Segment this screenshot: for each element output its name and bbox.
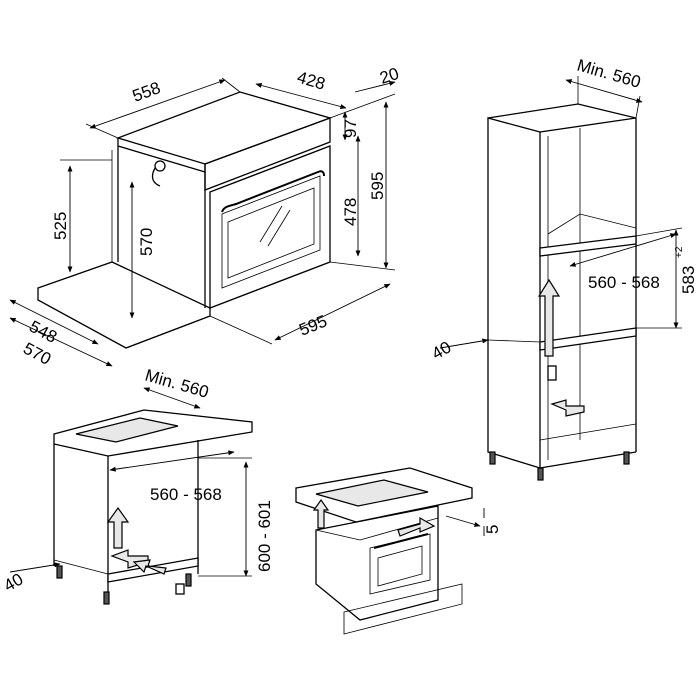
- hob-oven-handle: [373, 533, 429, 549]
- cabinet-bottom-shelf: [539, 423, 637, 441]
- label-oven-width: 558: [130, 78, 163, 106]
- dim-line-20: [354, 80, 396, 93]
- label-column-niche-width: 560 - 568: [588, 273, 660, 292]
- cabinet-shelf-lower: [539, 327, 637, 351]
- dim-line-column-niche: [569, 233, 677, 267]
- label-panel-height: 97: [341, 119, 360, 138]
- vent-icon-counter: [175, 583, 185, 595]
- hob-oven-front: [369, 533, 431, 595]
- ext-line-bottom-right: [329, 261, 396, 271]
- hob-top: [75, 417, 179, 443]
- ext-line-top-right: [329, 93, 396, 119]
- oven-door-handle: [221, 170, 325, 213]
- cabinet-left-side: [487, 117, 541, 469]
- dim-line-428: [255, 83, 347, 109]
- cabinet-shelf-upper-top: [547, 213, 637, 235]
- label-door-height: 478: [341, 198, 360, 226]
- label-hob-gap: 5: [483, 525, 502, 534]
- cabinet-bottom-front: [539, 451, 637, 469]
- oven-base-plate: [37, 261, 211, 349]
- oven-door-window-outer: [221, 175, 321, 289]
- cabinet-shelf-upper: [539, 235, 637, 257]
- oven-isometric-view: [9, 77, 396, 367]
- oven-glass-reflection: [259, 205, 291, 247]
- counter-foot-2: [103, 591, 110, 605]
- hob-plinth: [343, 583, 463, 635]
- vent-icon-column: [547, 365, 557, 381]
- counter-floor-side: [53, 559, 109, 575]
- dim-line-hob-gap: [445, 515, 481, 527]
- oven-door-window: [227, 187, 315, 279]
- label-side-height: 525: [51, 212, 70, 240]
- cabinet-top: [487, 103, 637, 133]
- cabinet-foot-2: [537, 467, 544, 481]
- airflow-arrow-in-counter-b: [132, 559, 167, 575]
- dim-line-counter-niche: [109, 450, 235, 472]
- hob-oven-window: [377, 545, 423, 587]
- airflow-arrow-up-hob: [312, 498, 330, 529]
- ext-line-595-a: [209, 315, 273, 345]
- label-inner-height: 570: [137, 228, 156, 256]
- cabinet-foot-1: [489, 451, 496, 465]
- label-oven-depth-top: 428: [295, 68, 328, 94]
- hob-glass: [315, 479, 429, 507]
- dim-line-counter-depth: [9, 562, 61, 573]
- dim-line-counter-min: [143, 387, 201, 409]
- dim-line-column-min: [565, 79, 643, 103]
- ext-line-column-h-a: [635, 227, 683, 237]
- ext-line-column-b: [635, 95, 641, 119]
- label-oven-depth-panel: 20: [377, 64, 401, 88]
- built-in-under-hob-view: [295, 467, 485, 635]
- counter-foot-3: [185, 573, 192, 587]
- label-column-niche-height: 583: [679, 266, 698, 294]
- airflow-arrow-up-counter: [106, 506, 130, 549]
- oven-control-panel: [204, 117, 331, 191]
- counter-foot-1: [56, 565, 63, 579]
- column-cabinet-view: [439, 76, 683, 481]
- counter-floor-shelf: [107, 557, 199, 583]
- label-counter-niche-width: 560 - 568: [150, 485, 222, 504]
- label-counter-niche-height: 600 - 601: [255, 500, 274, 572]
- label-counter-depth: 40: [1, 570, 27, 596]
- under-counter-view: [9, 387, 253, 605]
- dim-line-595-horizontal: [274, 283, 391, 341]
- label-column-depth: 40: [429, 338, 455, 364]
- dim-line-column-depth: [439, 338, 489, 349]
- dim-line-558: [89, 79, 226, 129]
- hob-cabinet: [315, 505, 439, 621]
- cabinet-foot-3: [623, 451, 630, 465]
- oven-cable-plug: [154, 160, 166, 172]
- label-column-niche-height-tol: +2: [674, 246, 685, 258]
- airflow-arrow-out-hob: [397, 516, 436, 537]
- hob-cabinet-top-edge: [315, 517, 439, 541]
- airflow-arrow-up-column: [537, 278, 561, 357]
- label-counter-min-width: Min. 560: [143, 366, 211, 402]
- dim-line-570-base: [9, 317, 113, 367]
- airflow-arrow-in-column: [550, 399, 585, 417]
- oven-top-face: [115, 91, 333, 165]
- ext-line-558-a: [85, 123, 119, 139]
- ext-line-558-b: [221, 77, 241, 93]
- cabinet-shelf-lower-side: [487, 339, 541, 343]
- label-oven-height-total: 595: [368, 172, 387, 200]
- label-column-min-width: Min. 560: [575, 56, 643, 92]
